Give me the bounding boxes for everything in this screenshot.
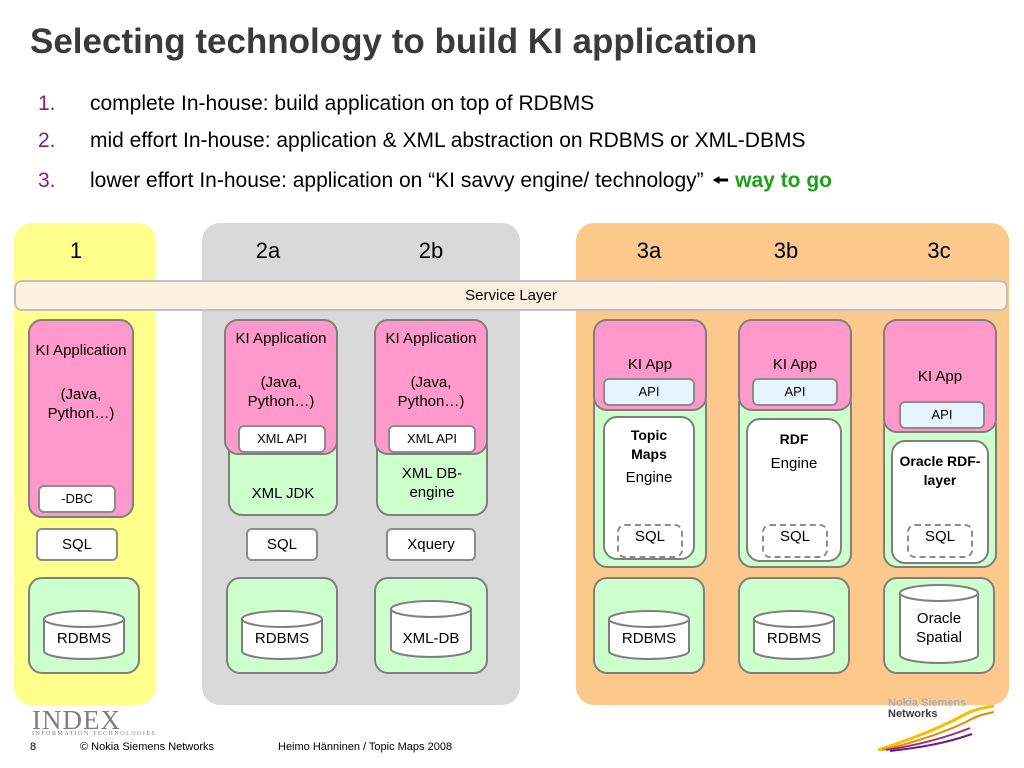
database-cylinder-icon bbox=[390, 600, 472, 658]
ki-app-box: KI App API bbox=[883, 319, 997, 433]
page-number: 8 bbox=[30, 741, 37, 753]
index-logo: INDEX bbox=[32, 705, 121, 735]
ki-application-box: KI Application (Java, Python…) -DBC bbox=[28, 319, 134, 518]
column-label-3b: 3b bbox=[773, 238, 799, 263]
api-tag: API bbox=[899, 401, 985, 429]
bullet-text: complete In-house: build application on … bbox=[90, 92, 595, 115]
database-box: RDBMS bbox=[226, 577, 338, 674]
database-label: RDBMS bbox=[621, 630, 677, 647]
xquery-box: Xquery bbox=[386, 528, 476, 561]
logo-line-2: Networks bbox=[888, 708, 938, 720]
column-label-2b: 2b bbox=[418, 238, 444, 263]
database-cylinder-icon bbox=[753, 610, 835, 660]
oracle-rdf-layer-box: Oracle RDF-layer SQL bbox=[891, 440, 989, 564]
column-label-3c: 3c bbox=[927, 238, 951, 263]
api-tag: API bbox=[603, 378, 695, 406]
topic-maps-engine-box: Topic Maps Engine SQL bbox=[603, 416, 695, 560]
xml-api-tag: XML API bbox=[238, 425, 326, 453]
app-title: KI Application bbox=[35, 342, 127, 359]
sql-box: SQL bbox=[246, 528, 318, 561]
database-box: RDBMS bbox=[738, 577, 850, 674]
service-layer-bar: Service Layer bbox=[14, 280, 1008, 311]
engine-label: Engine bbox=[625, 469, 673, 486]
ki-application-box: KI Application (Java, Python…) XML API bbox=[374, 319, 488, 455]
middle-label: XML JDK bbox=[251, 485, 315, 502]
bullet-text: mid effort In-house: application & XML a… bbox=[90, 129, 806, 152]
database-box: Oracle Spatial bbox=[883, 577, 995, 674]
database-box: XML-DB bbox=[374, 577, 488, 674]
app-languages: (Java, Python…) bbox=[397, 374, 465, 410]
highlight-text: way to go bbox=[735, 169, 832, 192]
sql-box: SQL bbox=[617, 524, 683, 558]
bullet-number: 2. bbox=[38, 129, 56, 152]
arrow-left-icon: 🠘 bbox=[711, 170, 730, 192]
bullet-number: 3. bbox=[38, 169, 56, 192]
database-label: Oracle Spatial bbox=[916, 610, 962, 646]
bullet-1: 1. complete In-house: build application o… bbox=[38, 92, 594, 116]
database-label: RDBMS bbox=[56, 630, 112, 647]
copyright: © Nokia Siemens Networks bbox=[80, 741, 215, 753]
app-title: KI App bbox=[917, 368, 963, 385]
app-title: KI Application bbox=[235, 330, 327, 347]
app-languages: (Java, Python…) bbox=[247, 374, 315, 410]
sql-box: SQL bbox=[36, 528, 118, 561]
ki-application-box: KI Application (Java, Python…) XML API bbox=[224, 319, 338, 455]
bullet-2: 2. mid effort In-house: application & XML… bbox=[38, 129, 805, 153]
database-label: RDBMS bbox=[766, 630, 822, 647]
sql-box: SQL bbox=[762, 524, 828, 558]
column-label-3a: 3a bbox=[636, 238, 662, 263]
middle-label: XML DB-engine bbox=[401, 465, 463, 501]
column-label-1: 1 bbox=[69, 238, 83, 263]
database-cylinder-icon bbox=[43, 610, 125, 660]
database-cylinder-icon bbox=[241, 610, 323, 660]
bullet-3: 3. lower effort In-house: application on … bbox=[38, 166, 832, 200]
ki-app-box: KI App API bbox=[738, 319, 852, 411]
logo-swoosh-icon bbox=[877, 704, 995, 752]
app-title: KI App bbox=[627, 356, 673, 373]
sql-box: SQL bbox=[907, 524, 973, 558]
database-label: RDBMS bbox=[254, 630, 310, 647]
rdf-engine-box: RDF Engine SQL bbox=[746, 418, 842, 562]
engine-name: Oracle RDF-layer bbox=[899, 453, 981, 488]
index-logo-subtitle: INFORMATION TECHNOLOGIES bbox=[32, 731, 157, 737]
database-box: RDBMS bbox=[28, 577, 140, 674]
api-tag: API bbox=[752, 378, 838, 406]
database-cylinder-icon bbox=[899, 584, 979, 664]
author-credit: Heimo Hänninen / Topic Maps 2008 bbox=[278, 741, 453, 753]
dbc-tag: -DBC bbox=[38, 485, 116, 513]
app-languages: (Java, Python…) bbox=[47, 386, 115, 422]
engine-name: RDF bbox=[779, 431, 809, 447]
database-cylinder-icon bbox=[608, 610, 690, 660]
database-label: XML-DB bbox=[402, 630, 460, 647]
app-title: KI App bbox=[772, 356, 818, 373]
column-label-2a: 2a bbox=[255, 238, 281, 263]
xml-api-tag: XML API bbox=[388, 425, 476, 453]
app-title: KI Application bbox=[385, 330, 477, 347]
logo-line-1: Nokia Siemens bbox=[888, 697, 967, 709]
engine-label: Engine bbox=[770, 455, 818, 472]
bullet-number: 1. bbox=[38, 92, 56, 115]
nokia-siemens-networks-logo: Nokia Siemens Networks bbox=[888, 698, 966, 720]
database-box: RDBMS bbox=[593, 577, 705, 674]
engine-name: Topic Maps bbox=[630, 427, 668, 462]
ki-app-box: KI App API bbox=[593, 319, 707, 411]
slide-title: Selecting technology to build KI applica… bbox=[30, 22, 758, 61]
bullet-text: lower effort In-house: application on “K… bbox=[90, 169, 704, 192]
